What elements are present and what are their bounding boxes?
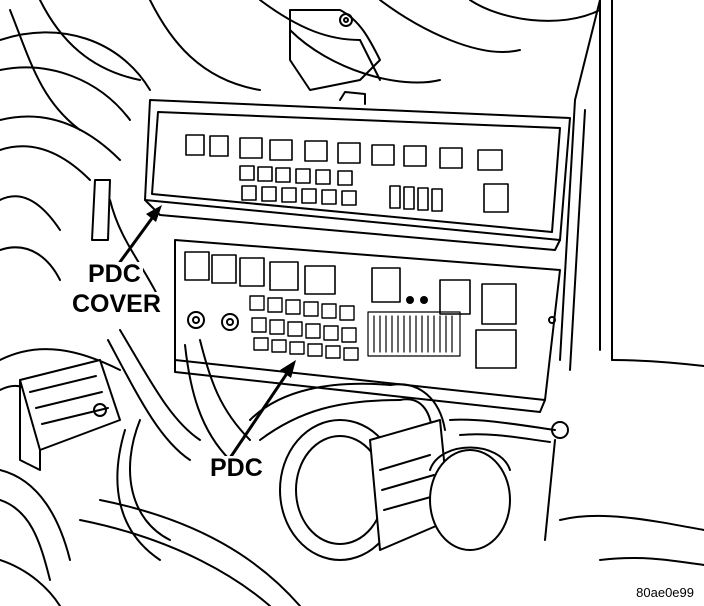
pdc-body <box>174 239 561 413</box>
cover-slots <box>185 134 509 213</box>
left-connector <box>19 359 121 471</box>
pdc-cover-label-line2: COVER <box>70 290 163 318</box>
relays-top-row <box>184 251 517 325</box>
support-beam <box>544 0 601 541</box>
relay-bracket <box>289 9 381 91</box>
figure-id: 80ae0e99 <box>636 585 694 600</box>
pdc-cover <box>144 91 571 251</box>
round-connector <box>279 419 511 561</box>
wire-harness <box>79 179 556 606</box>
leader-arrows <box>118 208 294 460</box>
fuse-rows <box>249 295 359 361</box>
fuse-block-striped <box>367 311 461 357</box>
pdc-label: PDC <box>208 454 265 482</box>
arrowheads <box>146 205 296 378</box>
pdc-cover-label-line1: PDC <box>86 260 143 288</box>
